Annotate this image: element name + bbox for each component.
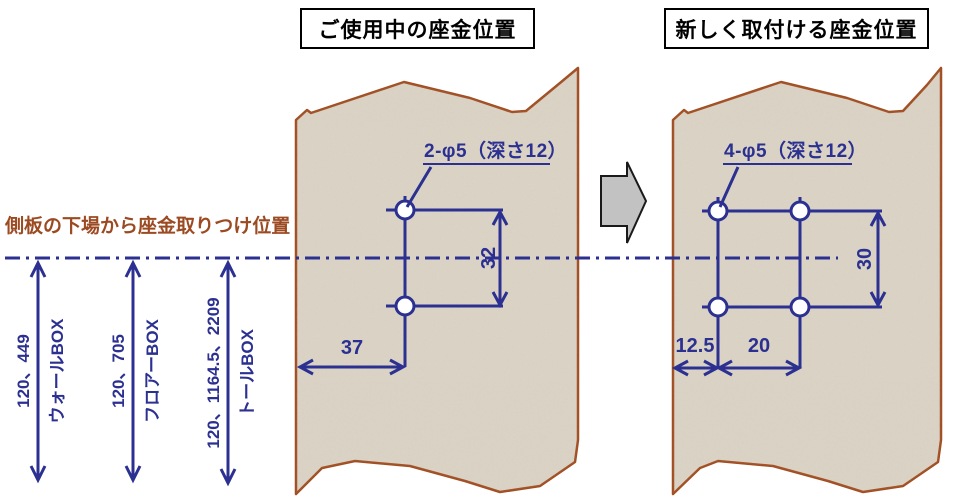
- range-heights-label: 120、449: [14, 334, 33, 408]
- hole: [789, 200, 811, 222]
- dim-vertical-pitch: 30: [854, 209, 887, 309]
- hole: [789, 296, 811, 318]
- transition-arrow-icon: [600, 161, 648, 244]
- hole: [394, 199, 416, 221]
- callout-leader: [718, 166, 740, 208]
- hole: [394, 295, 416, 317]
- mounting-position-note: 側板の下場から座金取りつけ位置: [5, 216, 291, 237]
- hole-callout-label: 2-φ5（深さ12）: [424, 139, 567, 162]
- range-box-label: ウォールBOX: [48, 318, 67, 423]
- hole-callout-label: 4-φ5（深さ12）: [724, 139, 867, 162]
- new-hole-pattern: 4-φ5（深さ12） 30 12.5 20: [671, 139, 887, 377]
- range-arrow-floor-box: 120、705 フロアーBOX: [109, 259, 162, 484]
- range-box-label: トールBOX: [238, 328, 257, 416]
- range-heights-label: 120、705: [109, 334, 128, 408]
- new-board-texture: [673, 68, 941, 494]
- range-heights-label: 120、1164.5、2209: [204, 297, 223, 448]
- range-arrow-tall-box: 120、1164.5、2209 トールBOX: [204, 259, 257, 487]
- callout-leader: [405, 166, 433, 208]
- dim-horizontal-pitch: 20: [715, 335, 803, 377]
- dim-edge-offset: 12.5: [671, 335, 721, 377]
- title-new-washer-position: 新しく取付ける座金位置: [664, 8, 929, 49]
- dim-label: 30: [854, 248, 876, 270]
- hole: [707, 296, 729, 318]
- dim-vertical-pitch: 32: [478, 208, 509, 309]
- current-board-texture: [296, 68, 578, 494]
- dim-label: 37: [341, 337, 363, 359]
- hole: [707, 200, 729, 222]
- dim-label: 20: [748, 335, 770, 357]
- range-arrow-wall-box: 120、449 ウォールBOX: [14, 259, 67, 484]
- dim-label: 32: [478, 247, 500, 269]
- range-box-label: フロアーBOX: [143, 318, 162, 422]
- dim-label: 12.5: [676, 335, 715, 357]
- current-hole-pattern: 2-φ5（深さ12） 32 37: [296, 139, 567, 376]
- title-current-washer-position: ご使用中の座金位置: [300, 8, 535, 49]
- dim-edge-offset: 37: [296, 337, 407, 376]
